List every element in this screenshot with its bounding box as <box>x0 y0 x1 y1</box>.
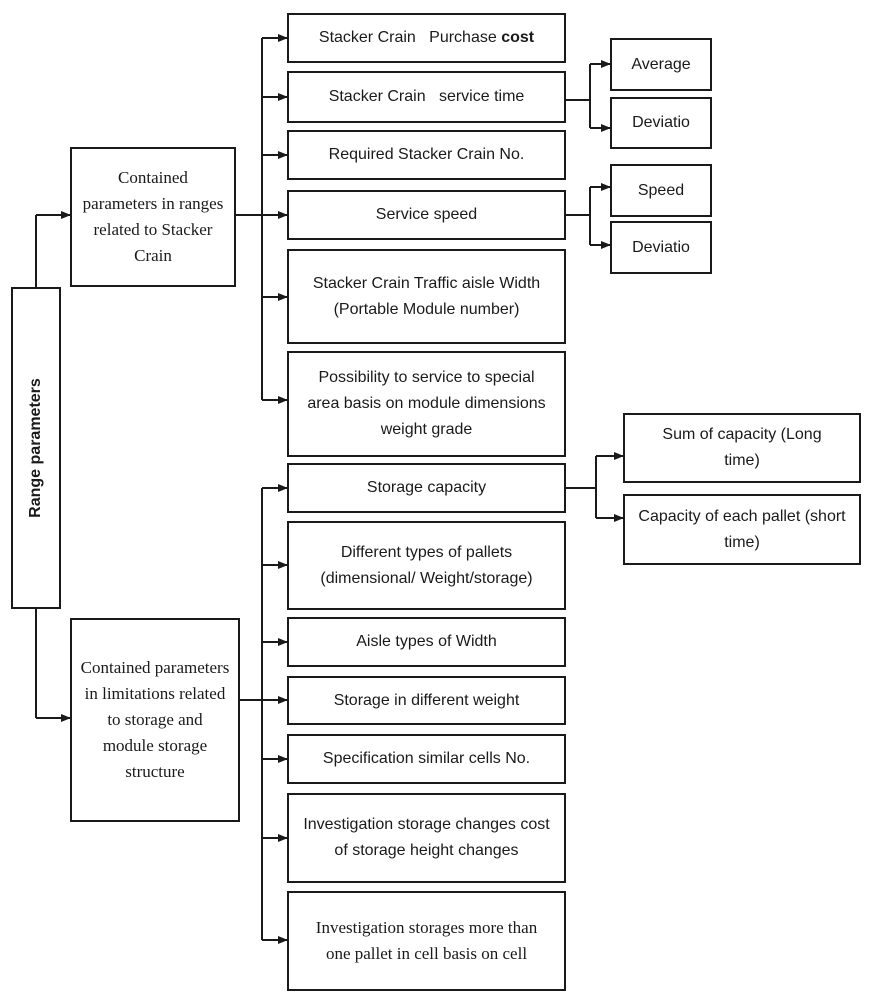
multi-pallet-cells: Investigation storages more than one pal… <box>287 891 566 991</box>
capacity-each-pallet-label: Capacity of each pallet (short time) <box>638 507 846 551</box>
root-range-parameters: Range parameters <box>11 287 61 609</box>
aisle-types-width: Aisle types of Width <box>287 617 566 667</box>
aisle-types-width-label: Aisle types of Width <box>356 633 497 650</box>
pallet-types: Different types of pallets (dimensional/… <box>287 521 566 610</box>
service-time-deviation-label: Deviatio <box>632 114 690 131</box>
crane-service-time-label: Stacker Crain service time <box>328 88 525 105</box>
group-stacker-crain-label: Contained parameters in ranges related t… <box>82 168 224 265</box>
storage-height-changes-label: Investigation storage changes cost of st… <box>303 816 550 859</box>
service-speed-speed: Speed <box>610 164 712 217</box>
crane-special-area-label: Possibility to service to special area b… <box>307 369 546 438</box>
crane-service-speed: Service speed <box>287 190 566 240</box>
group-storage-structure: Contained parameters in limitations rela… <box>70 618 240 822</box>
crane-service-speed-label: Service speed <box>375 206 478 223</box>
crane-required-number-label: Required Stacker Crain No. <box>328 146 525 163</box>
group-storage-structure-label: Contained parameters in limitations rela… <box>80 658 230 781</box>
storage-height-changes: Investigation storage changes cost of st… <box>287 793 566 883</box>
capacity-each-pallet: Capacity of each pallet (short time) <box>623 494 861 565</box>
crane-purchase-cost: Stacker Crain Purchase cost <box>287 13 566 63</box>
similar-cells-number: Specification similar cells No. <box>287 734 566 784</box>
service-speed-deviation: Deviatio <box>610 221 712 274</box>
multi-pallet-cells-label: Investigation storages more than one pal… <box>315 918 538 963</box>
crane-aisle-width: Stacker Crain Traffic aisle Width (Porta… <box>287 249 566 344</box>
crane-service-time: Stacker Crain service time <box>287 71 566 123</box>
service-time-average-label: Average <box>631 55 691 73</box>
service-speed-speed-label: Speed <box>637 181 685 199</box>
storage-different-weight-label: Storage in different weight <box>333 691 520 709</box>
crane-aisle-width-label: Stacker Crain Traffic aisle Width (Porta… <box>312 274 541 318</box>
crane-purchase-text: Stacker Crain Purchase <box>318 29 502 46</box>
storage-capacity-label: Storage capacity <box>366 479 487 496</box>
storage-capacity: Storage capacity <box>287 463 566 513</box>
crane-purchase-bold-text: cost <box>501 29 535 46</box>
root-label: Range parameters <box>27 378 44 518</box>
storage-different-weight: Storage in different weight <box>287 676 566 725</box>
crane-special-area: Possibility to service to special area b… <box>287 351 566 457</box>
service-time-average: Average <box>610 38 712 91</box>
similar-cells-number-label: Specification similar cells No. <box>322 750 531 767</box>
crane-purchase-cost-label: Stacker Crain Purchase cost <box>319 25 534 51</box>
service-time-deviation: Deviatio <box>610 97 712 149</box>
service-speed-deviation-label: Deviatio <box>632 238 690 256</box>
capacity-sum-long-time-label: Sum of capacity (Long time) <box>662 426 822 469</box>
pallet-types-label: Different types of pallets (dimensional/… <box>320 543 533 587</box>
crane-required-number: Required Stacker Crain No. <box>287 130 566 180</box>
group-stacker-crain: Contained parameters in ranges related t… <box>70 147 236 287</box>
capacity-sum-long-time: Sum of capacity (Long time) <box>623 413 861 483</box>
